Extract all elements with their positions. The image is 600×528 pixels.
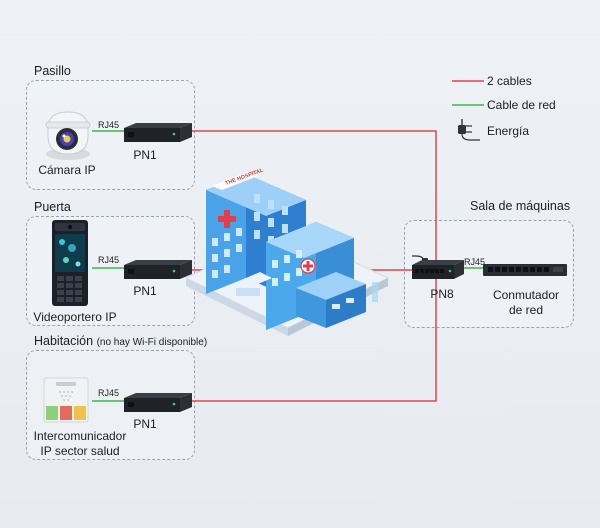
door-title: Puerta: [34, 200, 71, 214]
hallway-title: Pasillo: [34, 64, 71, 78]
video-doorphone-icon: [52, 220, 88, 306]
pn1-hallway-label: PN1: [133, 148, 157, 162]
intercom-label-line1: Intercomunicador: [33, 429, 127, 443]
room-title: Habitación (no hay Wi-Fi disponible): [34, 334, 207, 348]
two-cables-line-hallway: [190, 130, 437, 270]
plug-icon: [458, 119, 480, 141]
room-title-text: Habitación: [34, 334, 94, 348]
network-switch-label-line2: de red: [508, 303, 544, 317]
healthcare-intercom-icon: [43, 377, 89, 423]
pn1-door-device: [124, 260, 192, 279]
network-switch-icon: [483, 264, 567, 276]
pn1-room-label: PN1: [133, 417, 157, 431]
rj45-label-door: RJ45: [98, 255, 120, 265]
ip-camera-icon: [45, 111, 91, 160]
legend-power-label: Energía: [487, 124, 530, 138]
pn8-device: [412, 260, 464, 279]
pn1-hallway-device: [124, 123, 192, 142]
two-cables-line-room: [190, 276, 437, 402]
machine-room-title: Sala de máquinas: [470, 199, 571, 213]
hospital-building-icon: THE HOSPITAL: [184, 167, 390, 336]
pn1-room-device: [124, 393, 192, 412]
pn1-door-label: PN1: [133, 284, 157, 298]
network-switch-label-line1: Conmutador: [492, 288, 560, 302]
intercom-label-line2: IP sector salud: [40, 444, 120, 458]
rj45-label-machine-room: RJ45: [464, 257, 486, 267]
legend-two-cables-label: 2 cables: [487, 74, 532, 88]
ip-camera-label: Cámara IP: [38, 163, 96, 177]
rj45-label-room: RJ45: [98, 388, 120, 398]
legend-network-cable-label: Cable de red: [487, 98, 556, 112]
room-title-note: (no hay Wi-Fi disponible): [96, 337, 208, 348]
video-doorphone-label: Videoportero IP: [33, 310, 117, 324]
rj45-label-hallway: RJ45: [98, 120, 120, 130]
pn8-label: PN8: [430, 287, 454, 301]
